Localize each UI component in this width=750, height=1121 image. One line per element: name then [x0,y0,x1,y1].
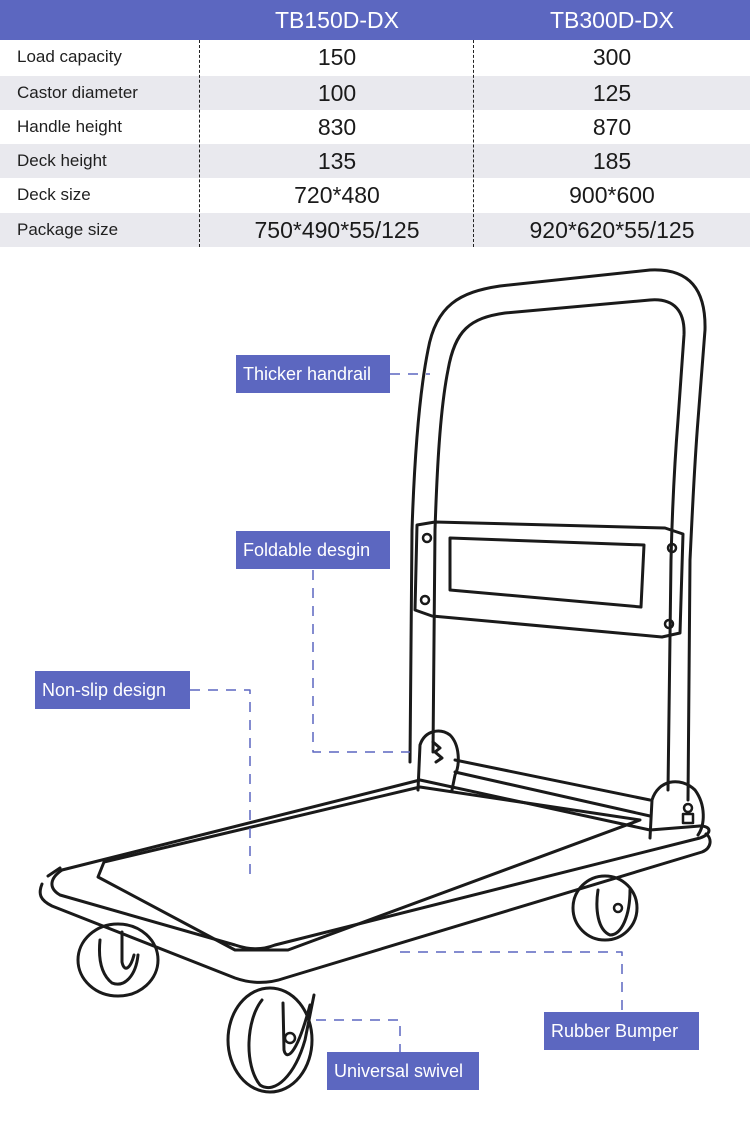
row-label: Deck size [17,185,91,204]
handle-icon [408,268,707,802]
table-row: Handle height 830 870 [0,110,750,144]
cell-value: 185 [592,148,632,174]
column-divider [473,40,474,247]
cell-value: 900*600 [569,182,655,208]
cell-value: 150 [317,44,357,70]
table-row: Deck size 720*480 900*600 [0,178,750,212]
column-header-tb150d: TB150D-DX [275,7,399,33]
cell-value: 100 [317,80,357,106]
callout-connectors [190,373,623,1052]
table-row: Deck height 135 185 [0,144,750,178]
cell-value: 870 [592,114,632,140]
cell-value: 750*490*55/125 [254,217,420,243]
deck-icon [38,778,712,984]
callout-thicker-handrail: Thicker handrail [236,355,390,393]
table-row: Package size 750*490*55/125 920*620*55/1… [0,213,750,247]
cell-value: 125 [592,80,632,106]
cell-value: 720*480 [294,182,380,208]
cell-value: 830 [317,114,357,140]
callout-universal-swivel: Universal swivel [327,1052,479,1090]
callout-non-slip-design: Non-slip design [35,671,190,709]
wheel-icon [76,874,639,1094]
cell-value: 135 [317,148,357,174]
callout-foldable-design: Foldable desgin [236,531,390,569]
hinge-icon [416,729,705,840]
table-header: TB150D-DX TB300D-DX [0,0,750,40]
row-label: Handle height [17,117,122,136]
row-label: Deck height [17,151,107,170]
cell-value: 920*620*55/125 [529,217,695,243]
row-label: Castor diameter [17,83,138,102]
row-label: Package size [17,220,119,239]
table-row: Castor diameter 100 125 [0,76,750,110]
table-row: Load capacity 150 300 [0,40,750,74]
column-divider [199,40,200,247]
row-label: Load capacity [17,47,122,66]
callout-rubber-bumper: Rubber Bumper [544,1012,699,1050]
cell-value: 300 [592,44,632,70]
column-header-tb300d: TB300D-DX [550,7,674,33]
